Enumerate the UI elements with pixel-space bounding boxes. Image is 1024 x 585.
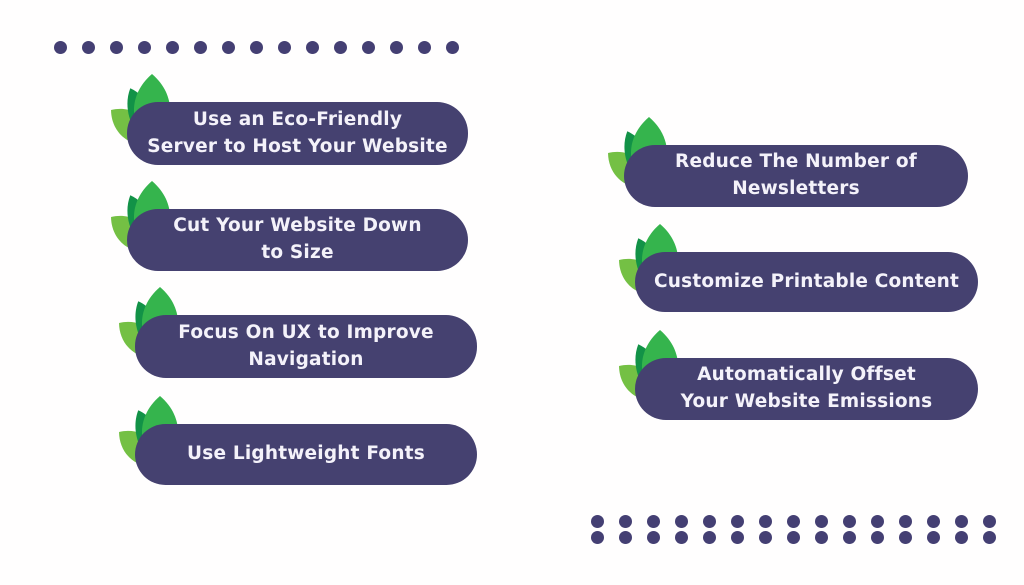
dot-column (703, 515, 716, 544)
dot-column (787, 515, 800, 544)
dot (138, 41, 151, 54)
dot-column (955, 515, 968, 544)
dot (334, 41, 347, 54)
dot (390, 41, 403, 54)
tip-line: Navigation (248, 348, 364, 370)
dot (619, 531, 632, 544)
dot (675, 515, 688, 528)
dot-column (815, 515, 828, 544)
dot (787, 531, 800, 544)
dot-column (731, 515, 744, 544)
dot (815, 531, 828, 544)
dot (983, 515, 996, 528)
dot (110, 41, 123, 54)
dot (591, 515, 604, 528)
dot (759, 515, 772, 528)
tip-line: Use Lightweight Fonts (187, 443, 425, 465)
bottom-dot-grid (591, 515, 996, 544)
dot (983, 531, 996, 544)
dot (418, 41, 431, 54)
tip-pill-cut-website-down: Cut Your Website Down to Size (127, 209, 468, 271)
dot (899, 531, 912, 544)
tip-line: Your Website Emissions (680, 391, 933, 412)
dot-column (871, 515, 884, 544)
tip-line: Cut Your Website Down (173, 215, 422, 237)
dot (166, 41, 179, 54)
dot-column (619, 515, 632, 544)
dot (194, 41, 207, 54)
dot (446, 41, 459, 54)
tip-line: Server to Host Your Website (147, 135, 448, 157)
dot (703, 515, 716, 528)
dot (843, 515, 856, 528)
dot (731, 531, 744, 544)
tip-line: Focus On UX to Improve (178, 321, 434, 343)
dot (250, 41, 263, 54)
tip-line: Reduce The Number of (675, 151, 917, 173)
dot (82, 41, 95, 54)
tip-line: to Size (261, 242, 334, 263)
dot-column (927, 515, 940, 544)
tip-line: Newsletters (732, 178, 860, 199)
dot (927, 515, 940, 528)
dot (787, 515, 800, 528)
dot (647, 515, 660, 528)
dot (899, 515, 912, 528)
tip-pill-offset-emissions: Automatically Offset Your Website Emissi… (635, 358, 978, 420)
dot-column (591, 515, 604, 544)
dot (54, 41, 67, 54)
dot (927, 531, 940, 544)
dot (306, 41, 319, 54)
dot-column (899, 515, 912, 544)
dot-column (759, 515, 772, 544)
dot (278, 41, 291, 54)
dot (815, 515, 828, 528)
tip-pill-lightweight-fonts: Use Lightweight Fonts (135, 424, 477, 485)
dot-column (983, 515, 996, 544)
dot-column (647, 515, 660, 544)
dot (955, 515, 968, 528)
dot (647, 531, 660, 544)
dot (222, 41, 235, 54)
tip-pill-reduce-newsletters: Reduce The Number of Newsletters (624, 145, 968, 207)
dot (619, 515, 632, 528)
dot (871, 515, 884, 528)
dot (731, 515, 744, 528)
dot (843, 531, 856, 544)
tip-pill-eco-friendly-server: Use an Eco-Friendly Server to Host Your … (127, 102, 468, 165)
tip-pill-printable-content: Customize Printable Content (635, 252, 978, 312)
top-dot-row (54, 41, 459, 54)
dot (703, 531, 716, 544)
dot (675, 531, 688, 544)
dot (591, 531, 604, 544)
dot (871, 531, 884, 544)
dot (362, 41, 375, 54)
dot-column (843, 515, 856, 544)
tip-line: Use an Eco-Friendly (192, 108, 403, 130)
dot (759, 531, 772, 544)
tip-line: Automatically Offset (697, 364, 916, 386)
dot-column (675, 515, 688, 544)
tip-line: Customize Printable Content (653, 270, 960, 292)
dot (955, 531, 968, 544)
tip-pill-focus-on-ux: Focus On UX to Improve Navigation (135, 315, 477, 378)
